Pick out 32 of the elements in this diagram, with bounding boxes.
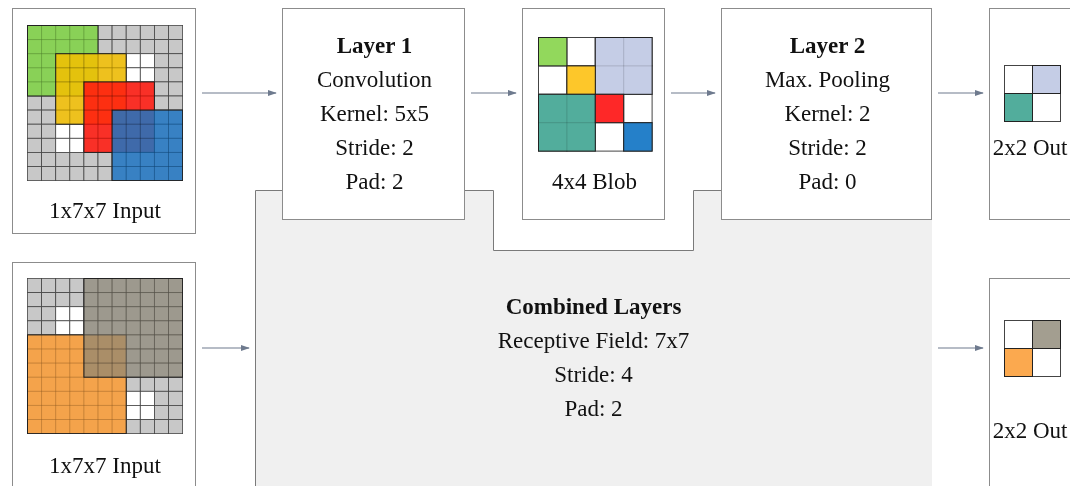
output-panel [989,278,1070,486]
heading: Layer 1 [336,32,413,60]
node-label: 2x2 Out [992,134,1068,162]
node-label: Stride: 4 [554,361,633,389]
arrow [937,344,984,352]
input-panel [12,262,196,486]
input-panel [12,8,196,234]
heading: Combined Layers [505,293,682,321]
node-label: Pad: 2 [564,395,623,423]
node-label: Kernel: 5x5 [319,100,430,128]
layer-box [282,8,465,220]
blob-panel [522,8,665,220]
node-label: Pad: 2 [345,168,404,196]
node-label: 1x7x7 Input [49,452,161,480]
node-label: Stride: 2 [788,134,867,162]
node-label: Stride: 2 [335,134,414,162]
node-label: Receptive Field: 7x7 [497,327,690,355]
arrow [470,89,517,97]
layer-box [721,8,932,220]
arrow [937,89,984,97]
arrow [201,89,277,97]
node-label: 4x4 Blob [552,168,637,196]
node-label: Pad: 0 [798,168,857,196]
arrow [201,344,250,352]
output-panel [989,8,1070,220]
node-label: Convolution [317,66,432,94]
node-label: 2x2 Out [992,417,1068,445]
node-label: Max. Pooling [764,66,891,94]
node-label: Kernel: 2 [784,100,871,128]
node-label: 1x7x7 Input [49,197,161,225]
heading: Layer 2 [789,32,866,60]
arrow [670,89,716,97]
